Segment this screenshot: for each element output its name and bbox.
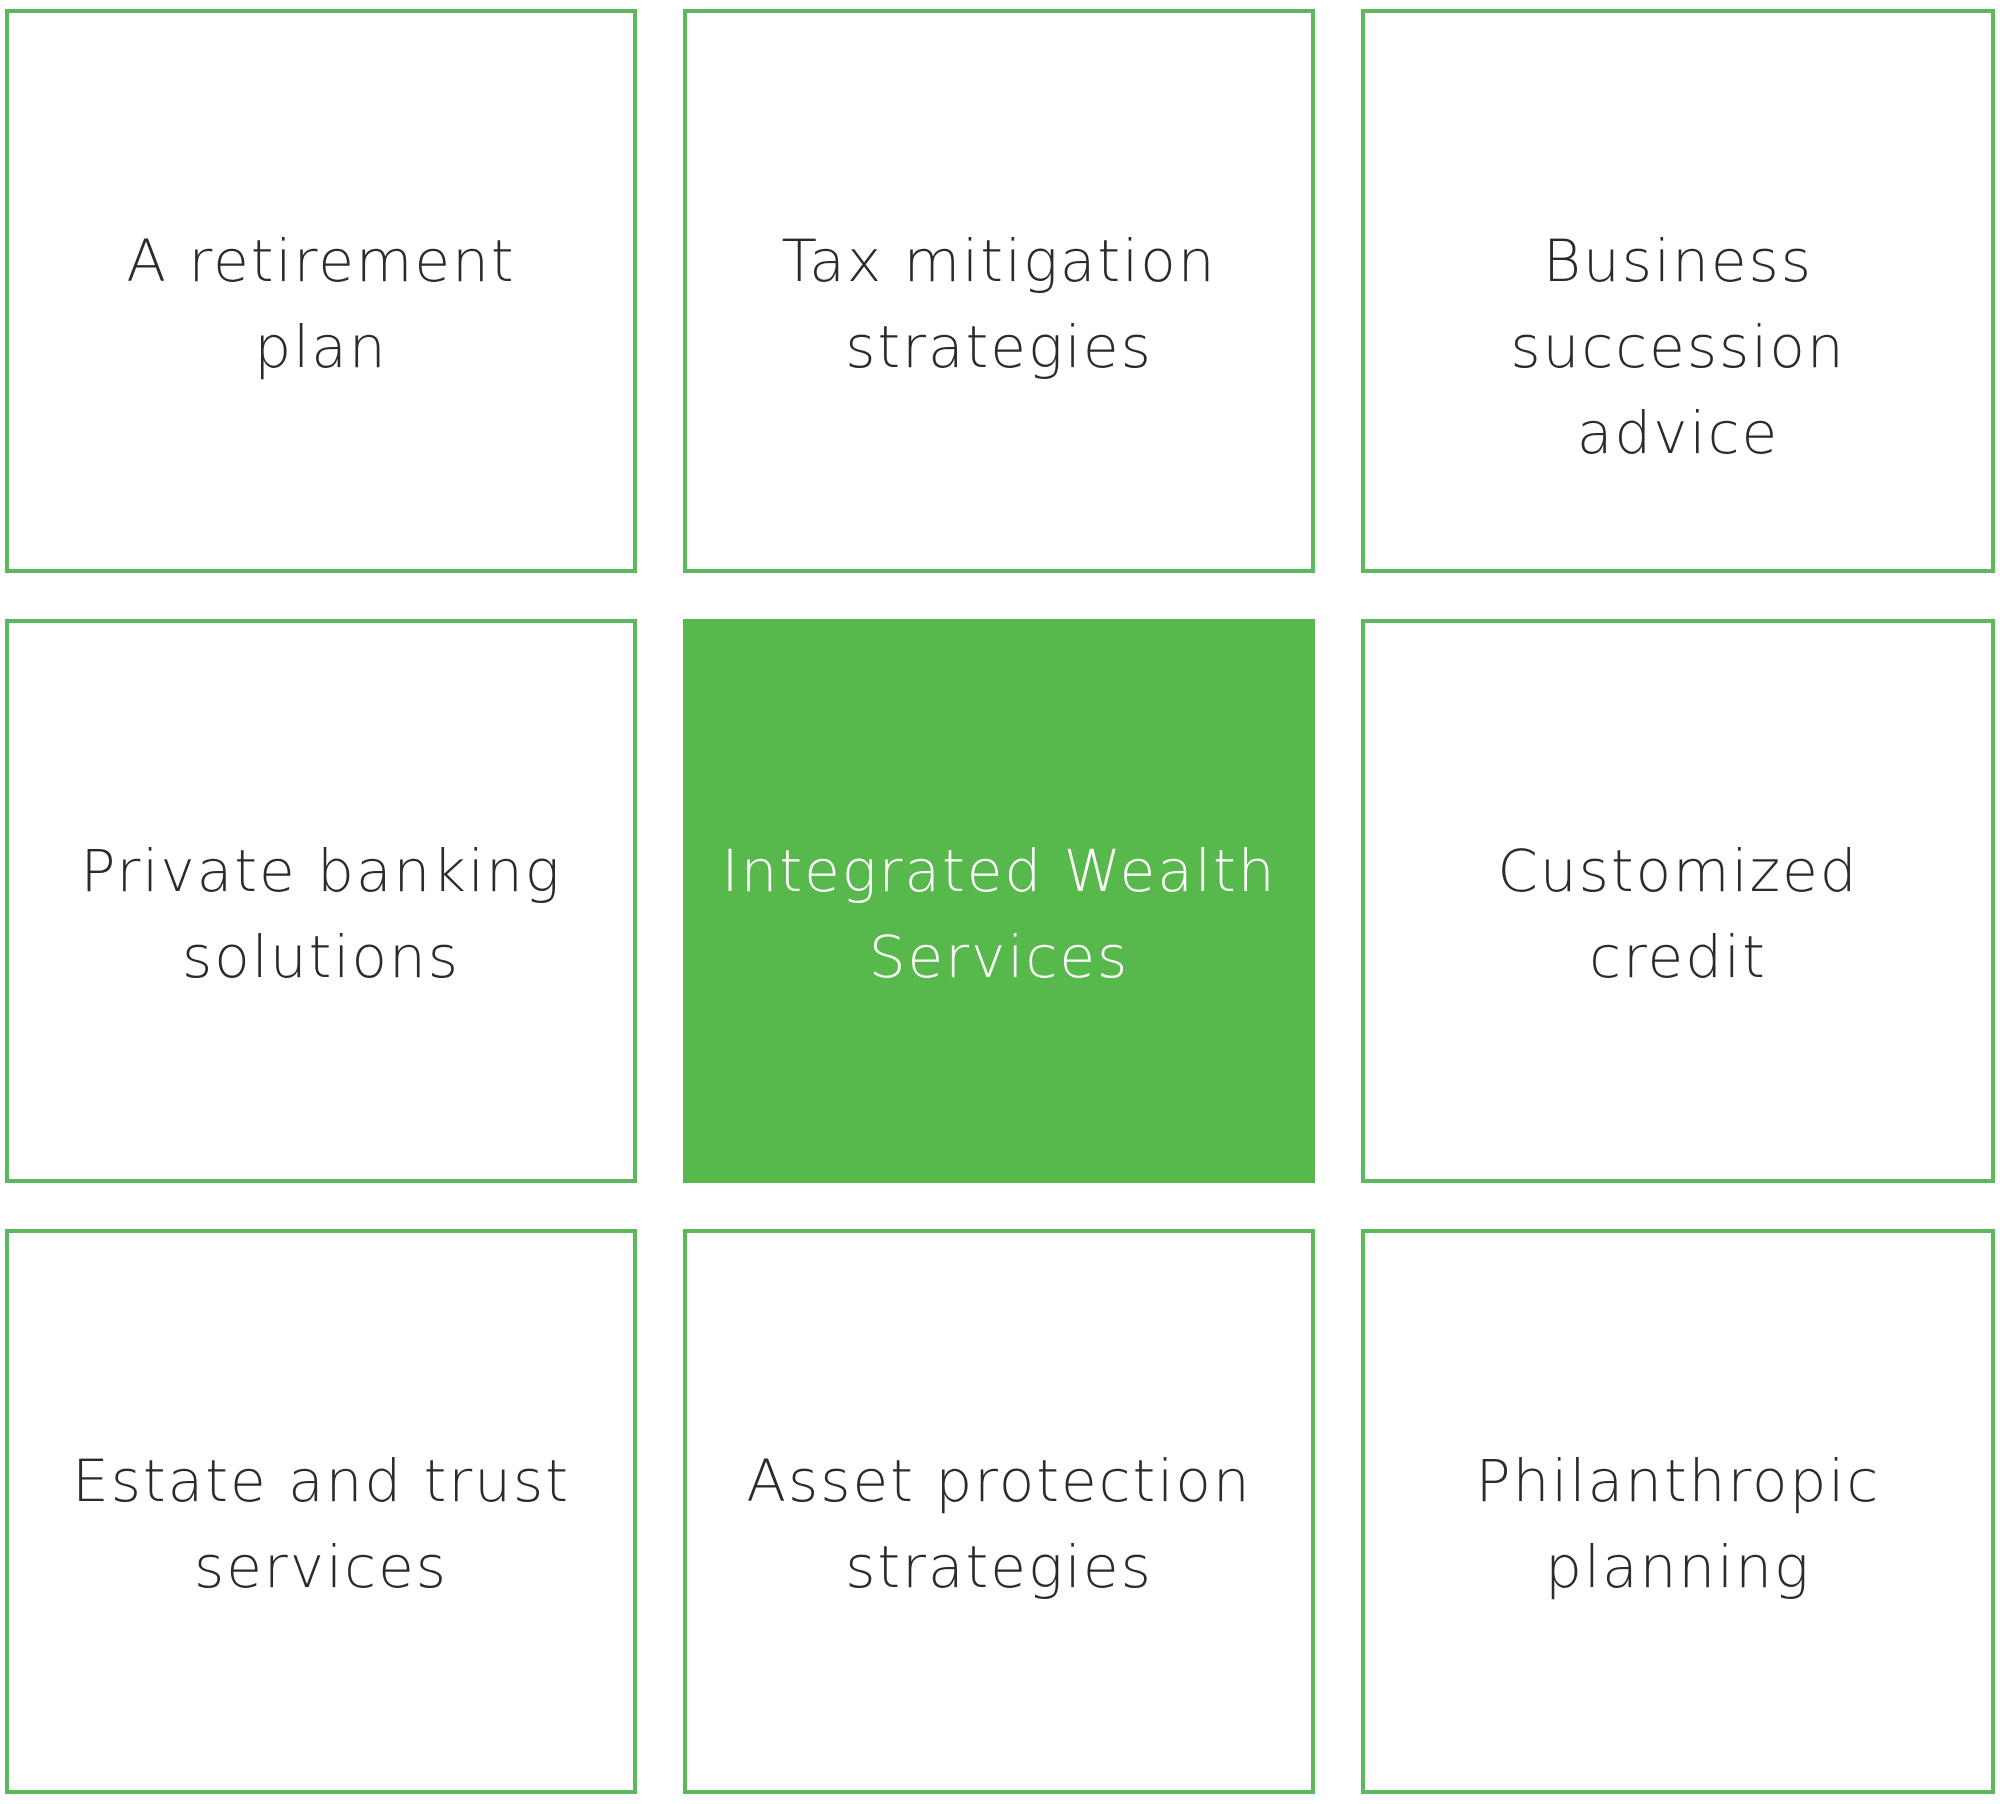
tile-customized-credit: Customized credit (1361, 619, 1995, 1183)
tile-label: Integrated Wealth Services (721, 837, 1277, 991)
tile-label: Philanthropic planning (1475, 1447, 1881, 1601)
tile-asset-protection: Asset protection strategies (683, 1229, 1315, 1794)
tile-tax-mitigation: Tax mitigation strategies (683, 9, 1315, 573)
tile-integrated-wealth-center: Integrated Wealth Services (683, 619, 1315, 1183)
tile-label: A retirement plan (126, 227, 516, 381)
tile-label: Estate and trust services (72, 1447, 570, 1601)
tile-label: Tax mitigation strategies (781, 227, 1217, 381)
tile-label: Business succession advice (1510, 227, 1846, 467)
tile-philanthropic-planning: Philanthropic planning (1361, 1229, 1995, 1794)
tile-label: Private banking solutions (80, 837, 562, 991)
tile-business-succession: Business succession advice (1361, 9, 1995, 573)
tile-estate-trust: Estate and trust services (5, 1229, 637, 1794)
tile-retirement-plan: A retirement plan (5, 9, 637, 573)
tile-label: Asset protection strategies (746, 1447, 1252, 1601)
tile-label: Customized credit (1497, 837, 1859, 991)
tile-private-banking: Private banking solutions (5, 619, 637, 1183)
